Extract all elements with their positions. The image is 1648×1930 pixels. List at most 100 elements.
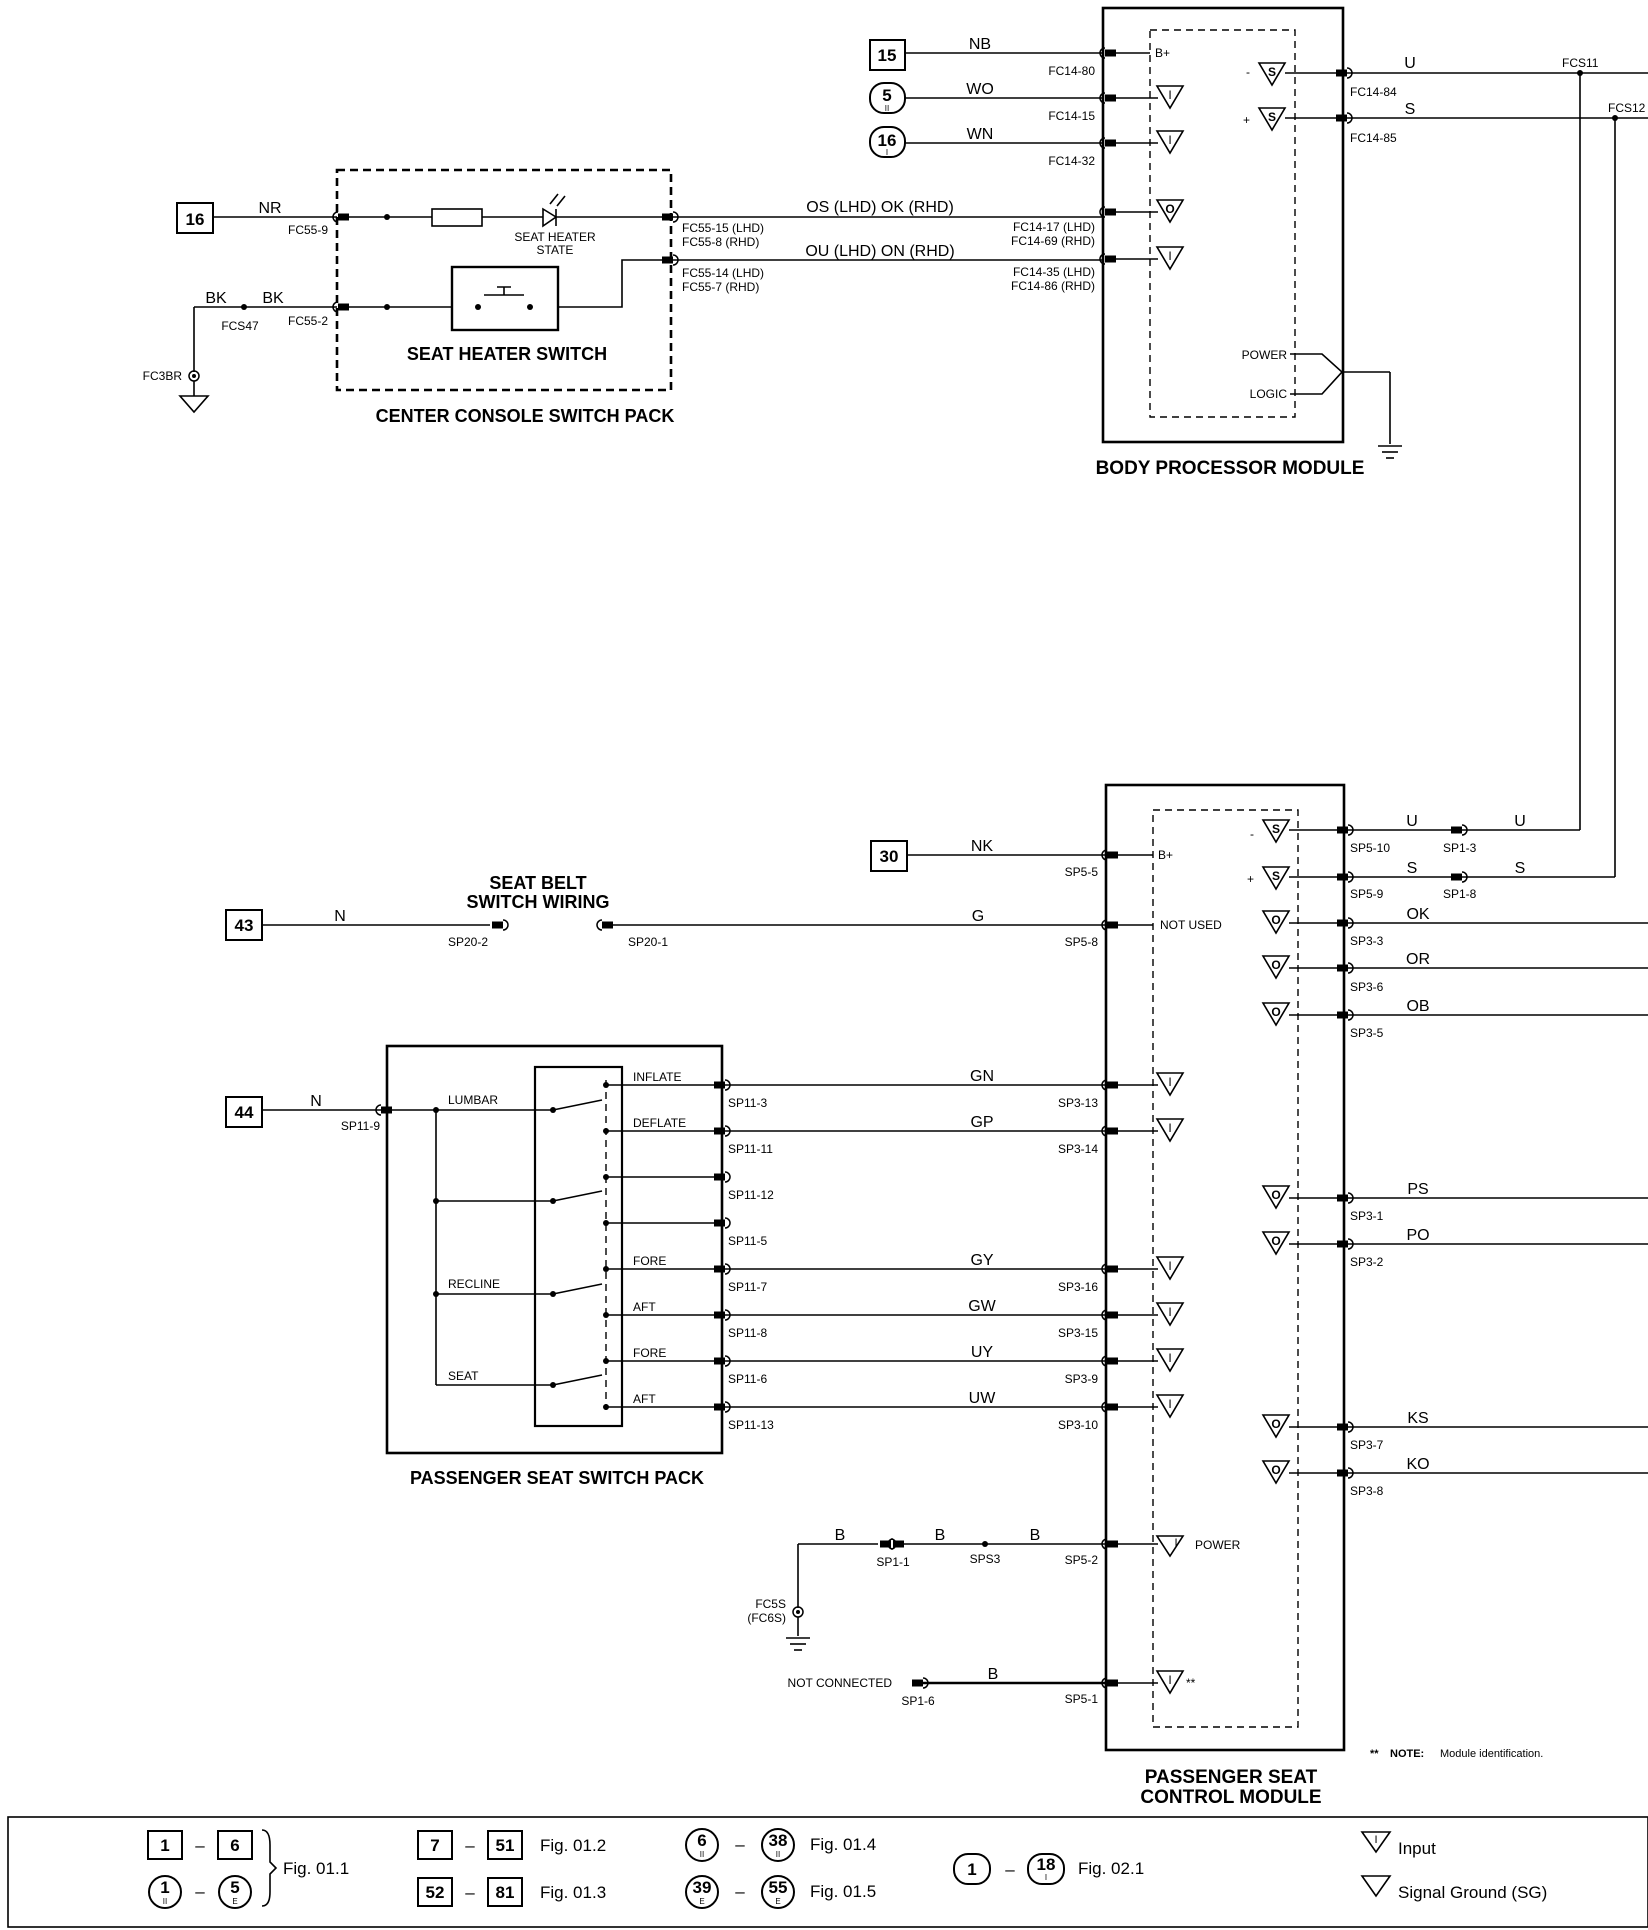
- conn-sp3-8: SP3-8: [1350, 1484, 1384, 1498]
- plus-sign: +: [1247, 872, 1254, 886]
- conn-sps3: SPS3: [970, 1552, 1001, 1566]
- conn-fc55-14: FC55-14 (LHD): [682, 266, 764, 280]
- psm-output-ks: KS SP3-7: [1262, 1410, 1648, 1452]
- ref-43-box: 43: [235, 916, 254, 935]
- ref-44-box: 44: [235, 1103, 254, 1122]
- input-icon: [1156, 1072, 1184, 1096]
- aft-label-1: AFT: [633, 1300, 656, 1314]
- wire-label-u: U: [1404, 55, 1416, 72]
- legend-ref-1b: 1: [967, 1860, 976, 1879]
- legend-circ-1-sub: II: [163, 1897, 167, 1906]
- minus-sign: -: [1246, 65, 1250, 79]
- wire-label-wo: WO: [966, 81, 994, 98]
- passenger-seat-control-module: PASSENGER SEAT CONTROL MODULE: [1104, 783, 1346, 1808]
- legend-circ-38-sub: II: [776, 1850, 780, 1859]
- legend-fig-02-1: Fig. 02.1: [1078, 1859, 1144, 1878]
- conn-sp5-10: SP5-10: [1350, 841, 1390, 855]
- ref-15-box: 15: [878, 46, 897, 65]
- psm-serial-u: - U U SP5-10 SP1-3: [1250, 813, 1580, 855]
- wire-label-gn: GN: [970, 1068, 994, 1085]
- minus-sign: -: [1250, 827, 1254, 841]
- conn-sp5-9: SP5-9: [1350, 887, 1384, 901]
- led-icon: [542, 207, 558, 228]
- wire-label-s3: S: [1515, 860, 1526, 877]
- conn-fc14-32: FC14-32: [1048, 154, 1095, 168]
- wire-label-ks: KS: [1407, 1410, 1428, 1427]
- legend-ref-18-sub: I: [1045, 1873, 1047, 1882]
- output-icon: [1262, 1414, 1290, 1438]
- wire-label-b4: B: [988, 1666, 999, 1683]
- bpm-power-logic: POWER LOGIC: [1242, 348, 1403, 459]
- seat-heater-switch-circuit: FC55-2: [288, 254, 679, 332]
- psm-serial-s: + S S SP5-9 SP1-8: [1247, 860, 1615, 901]
- conn-sp3-13: SP3-13: [1058, 1096, 1098, 1110]
- serial-icon: [1258, 62, 1286, 86]
- conn-sp1-3: SP1-3: [1443, 841, 1477, 855]
- wire-label-s2: S: [1407, 860, 1418, 877]
- seat-belt-title-1: SEAT BELT: [489, 873, 586, 893]
- conn-sp11-7: SP11-7: [728, 1280, 767, 1294]
- psm-output-ps: PS SP3-1: [1262, 1181, 1648, 1223]
- conn-sp3-2: SP3-2: [1350, 1255, 1384, 1269]
- legend-dash: –: [465, 1836, 475, 1855]
- wire-label-ob: OB: [1406, 998, 1429, 1015]
- bpm-serial-u: - U FC14-84 FCS11: [1246, 55, 1648, 99]
- signal-ground-icon: [1155, 1535, 1185, 1558]
- conn-sp3-16: SP3-16: [1058, 1280, 1098, 1294]
- switch-to-psm-wires: GN GP GY GW UY UW SP3-13 SP3-14 SP3-16 S…: [725, 1068, 1184, 1432]
- fore-label-1: FORE: [633, 1254, 666, 1268]
- ref-15-nb-wire: 15 NB FC14-80 B+: [869, 36, 1170, 78]
- input-icon: [1156, 130, 1184, 154]
- psm-output-or: OR SP3-6: [1262, 951, 1648, 994]
- ref-16-wn-wire: 16 I WN FC14-32: [869, 126, 1184, 168]
- conn-fc5s: FC5S: [755, 1597, 786, 1611]
- input-icon: [1156, 1256, 1184, 1280]
- psm-title-2: CONTROL MODULE: [1140, 1787, 1321, 1808]
- wire-label-b1: B: [835, 1527, 846, 1544]
- legend-circ-6-sub: II: [700, 1850, 704, 1859]
- psm-not-connected: NOT CONNECTED B SP1-6 SP5-1 **: [788, 1666, 1196, 1708]
- output-icon: [1262, 1231, 1290, 1255]
- wire-label-po: PO: [1406, 1227, 1429, 1244]
- conn-sp5-5: SP5-5: [1065, 865, 1099, 879]
- legend-fig-01-2: Fig. 01.2: [540, 1836, 606, 1855]
- psm-output-po: PO SP3-2: [1262, 1227, 1648, 1269]
- wire-label-ou: OU (LHD) ON (RHD): [805, 243, 954, 260]
- legend-ref-7: 7: [430, 1836, 439, 1855]
- conn-sp3-9: SP3-9: [1065, 1372, 1099, 1386]
- serial-icon: [1262, 819, 1290, 843]
- input-icon: [1156, 1348, 1184, 1372]
- serial-icon: [1262, 866, 1290, 890]
- ref-30-box: 30: [880, 847, 899, 866]
- wire-label-g: G: [972, 908, 984, 925]
- conn-fc55-9: FC55-9: [288, 223, 328, 237]
- conn-fc55-2: FC55-2: [288, 314, 328, 328]
- input-legend-letter: I: [1374, 1834, 1377, 1846]
- conn-fc55-15: FC55-15 (LHD): [682, 221, 764, 235]
- seat-belt-title-2: SWITCH WIRING: [467, 892, 610, 912]
- wire-label-s: S: [1405, 101, 1416, 118]
- ref-5-box: 5: [882, 86, 891, 105]
- wire-label-ps: PS: [1407, 1181, 1428, 1198]
- psm-title-1: PASSENGER SEAT: [1145, 1767, 1318, 1788]
- conn-sp5-2: SP5-2: [1065, 1553, 1099, 1567]
- wire-label-gw: GW: [968, 1298, 996, 1315]
- recline-label: RECLINE: [448, 1277, 500, 1291]
- bplus-label: B+: [1155, 46, 1170, 60]
- input-icon: [1156, 1118, 1184, 1142]
- conn-sp11-11: SP11-11: [728, 1142, 773, 1156]
- conn-fc14-85: FC14-85: [1350, 131, 1397, 145]
- conn-sp5-1: SP5-1: [1065, 1692, 1099, 1706]
- wire-label-bk2: BK: [262, 290, 284, 307]
- ref-16-box-left: 16: [186, 210, 205, 229]
- seat-belt-wiring: 43 N SP20-2 SP20-1 G SP5-8 NOT USED SEAT…: [225, 873, 1222, 949]
- legend-fig-01-5: Fig. 01.5: [810, 1882, 876, 1901]
- wire-label-bk1: BK: [205, 290, 227, 307]
- inflate-label: INFLATE: [633, 1070, 681, 1084]
- wire-label-os: OS (LHD) OK (RHD): [806, 199, 954, 216]
- input-icon: [1156, 246, 1184, 270]
- output-icon: [1156, 199, 1184, 223]
- bpm-serial-s: + S FC14-85 FCS12: [1243, 101, 1648, 145]
- psm-output-ok: OK SP3-3: [1262, 906, 1648, 948]
- conn-sp3-15: SP3-15: [1058, 1326, 1098, 1340]
